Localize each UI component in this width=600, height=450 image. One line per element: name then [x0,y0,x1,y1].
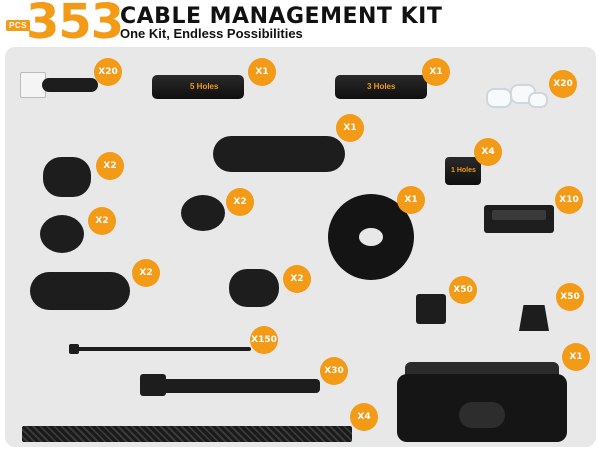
braided-sleeve [22,426,352,442]
cable-management-box [397,362,567,442]
qty-badge: X30 [320,357,348,385]
qty-badge: X2 [226,188,254,216]
qty-badge: X10 [555,186,583,214]
cable-holder-1-slot-b [181,195,225,231]
cable-sleeve-1-hole: 1 Holes [445,157,481,185]
sleeve-label: 3 Holes [367,82,396,91]
sleeve-label: 5 Holes [190,82,219,91]
sleeve-label: 1 Holes [451,167,476,174]
qty-badge: X2 [283,265,311,293]
cable-holder-3-slot-b [229,269,279,307]
qty-badge: X2 [132,259,160,287]
qty-badge: X150 [250,326,278,354]
qty-badge: X4 [350,403,378,431]
pcs-tag: PCS [6,20,30,31]
adhesive-mount [519,305,549,331]
qty-badge: X2 [96,152,124,180]
cable-organizer-7-slot [213,136,345,172]
qty-badge: X20 [549,70,577,98]
qty-badge: X1 [336,114,364,142]
clear-cable-clips [486,80,550,114]
qty-badge: X2 [88,207,116,235]
zip-tie [69,342,251,356]
cable-clip-square [416,294,446,324]
qty-badge: X50 [556,283,584,311]
qty-badge: X1 [397,186,425,214]
page-title: CABLE MANAGEMENT KIT [120,4,443,29]
cable-sleeve-3-holes: 3 Holes [335,75,427,99]
qty-badge: X20 [94,58,122,86]
cable-sleeve-5-holes: 5 Holes [152,75,244,99]
qty-badge: X4 [474,138,502,166]
page-subtitle: One Kit, Endless Possibilities [120,26,303,41]
qty-badge: X1 [422,58,450,86]
cable-holder-5-slot [30,272,130,310]
adhesive-velcro-strap [20,72,98,98]
cable-holder-1-slot-a [40,215,84,253]
piece-count: 353 [26,0,124,50]
velcro-tie [140,374,322,396]
cable-raceway [484,205,554,233]
cable-holder-3-slot [43,157,91,197]
qty-badge: X50 [449,276,477,304]
qty-badge: X1 [248,58,276,86]
qty-badge: X1 [562,343,590,371]
